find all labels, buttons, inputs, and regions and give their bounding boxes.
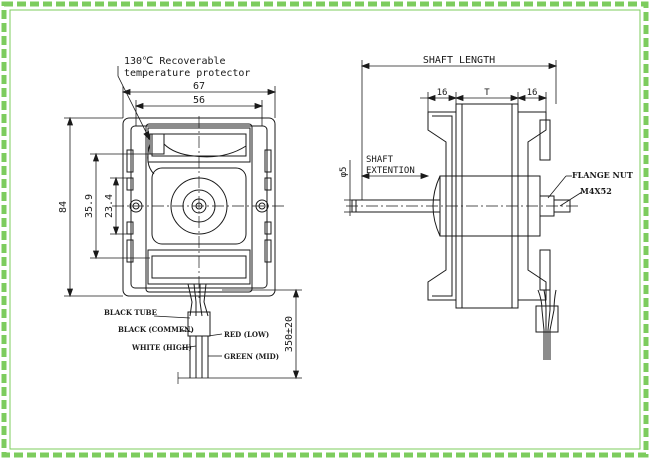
dim-left: 16 (437, 88, 448, 98)
wire-green: GREEN (MID) (224, 352, 279, 361)
front-dimensions (64, 66, 302, 380)
side-dimensions (344, 60, 583, 216)
dim-mid: T (484, 88, 490, 98)
shaft-extension-2: EXTENTION (366, 166, 415, 176)
wire-black: BLACK (COMMEN) (118, 325, 194, 334)
right-bracket (517, 111, 547, 301)
dim-lead-length: 350±20 (284, 316, 295, 352)
wire-black-tube: BLACK TUBE (104, 308, 157, 317)
wire-white: WHITE (HIGH) (131, 343, 192, 352)
inner-border (9, 9, 641, 450)
black-tube (187, 311, 211, 337)
shaft-diameter: φ5 (339, 167, 349, 178)
dim-right: 16 (527, 88, 538, 98)
dim-height-total: 84 (58, 201, 69, 213)
dim-width-outer: 67 (193, 81, 205, 92)
dim-width-inner: 56 (193, 95, 205, 106)
side-view (346, 103, 580, 360)
protector-label-1: 130℃ Recoverable (124, 56, 226, 67)
wire-red: RED (LOW) (224, 330, 269, 339)
front-view (112, 116, 286, 384)
thread-label: M4X52 (580, 186, 612, 196)
protector-label-2: temperature protector (124, 68, 250, 79)
shaft-extension-1: SHAFT (366, 155, 394, 165)
dim-half-height: 23.4 (104, 194, 115, 218)
flange-nut-label: FLANGE NUT (572, 170, 633, 180)
shaft-length-label: SHAFT LENGTH (423, 55, 495, 66)
dim-height-holes: 35.9 (84, 194, 95, 218)
